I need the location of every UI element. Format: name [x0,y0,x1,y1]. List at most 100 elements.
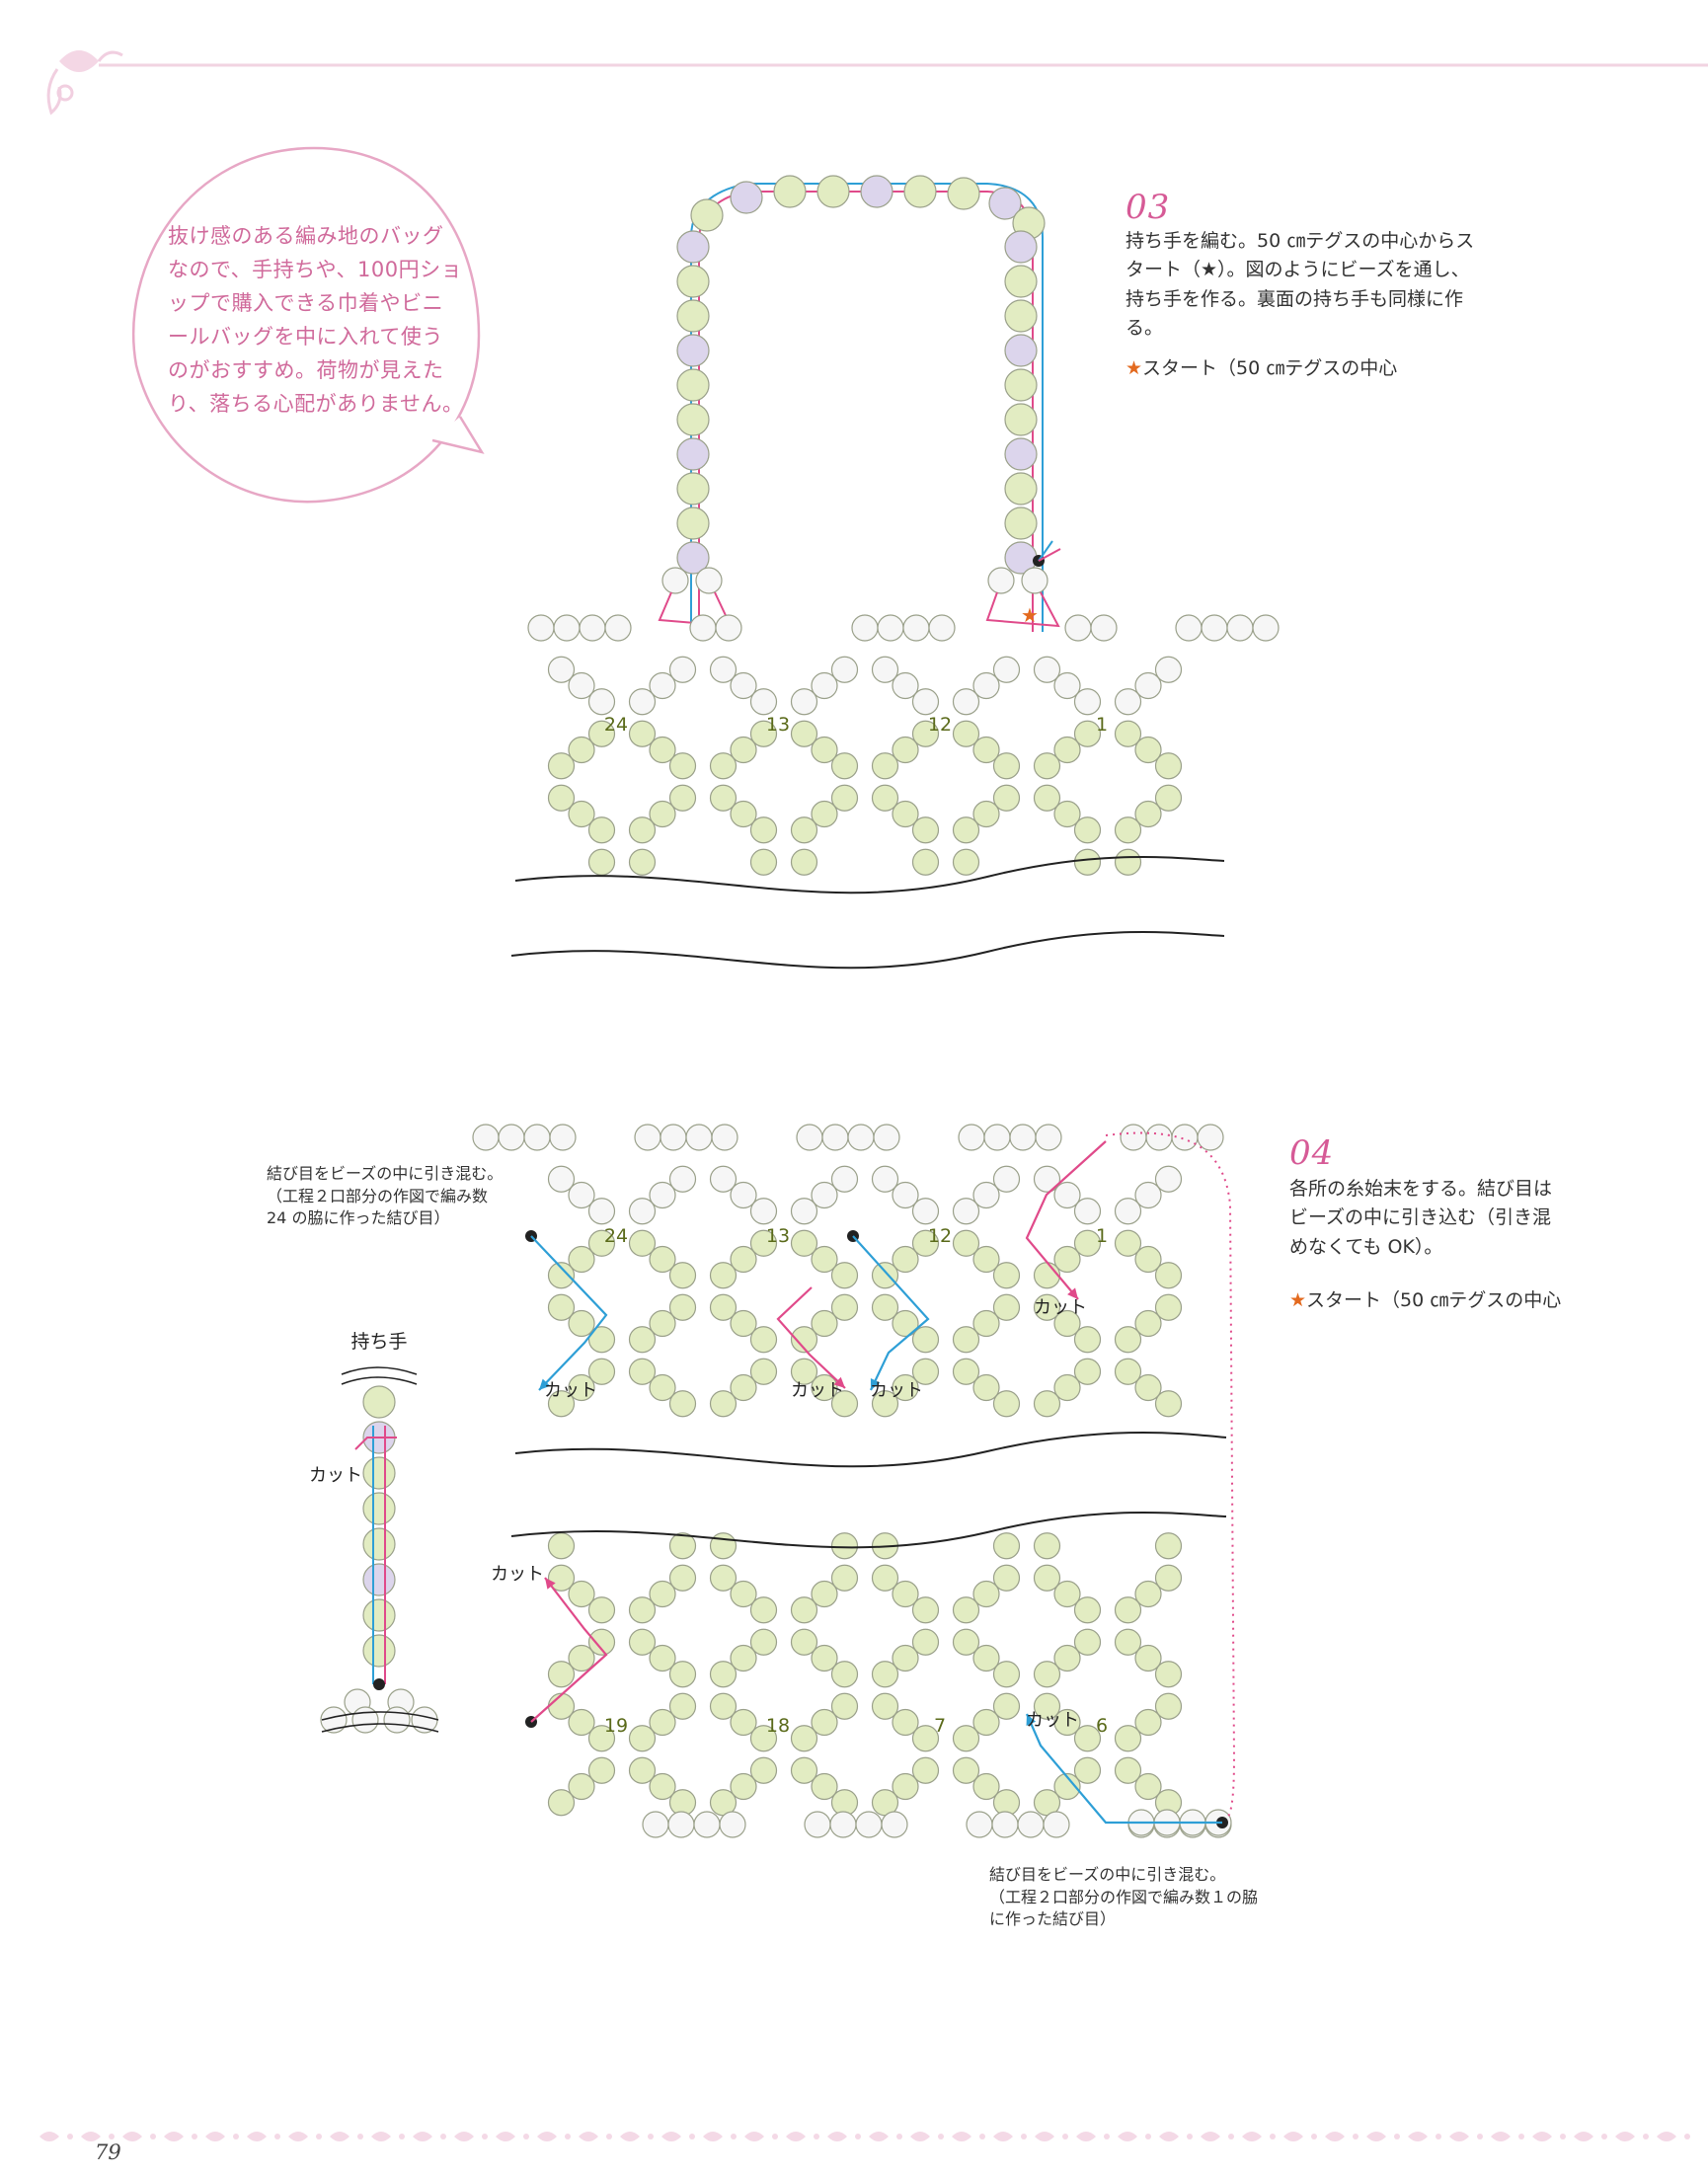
handle-bead [362,1492,396,1525]
cut-label: カット [491,1564,544,1585]
bead [749,1725,778,1752]
bead [587,1358,616,1385]
bead [749,1229,778,1257]
handle-bead [676,299,710,333]
border-bead [796,1124,823,1151]
bead [911,1326,940,1354]
bead [749,1358,778,1385]
bead [568,1309,595,1338]
bead [830,1692,859,1720]
bead [749,1326,778,1354]
step-03-legend-label: スタート（50 ㎝テグスの中心 [1142,357,1398,380]
bead [547,1262,576,1289]
bead [911,1229,940,1257]
step-03-text: 持ち手を編む。50 ㎝テグスの中心からスタート（★）。図のようにビーズを通し、持… [1126,230,1475,340]
border-bead [1226,614,1254,642]
bead [811,800,838,828]
footer-ornament [205,2132,225,2141]
bead [952,688,980,716]
bead [871,1390,899,1418]
bead [749,1628,778,1656]
bead [952,1358,980,1385]
bead [992,1564,1021,1592]
bead [749,1198,778,1225]
bead [892,671,919,700]
bead [709,1293,738,1321]
bead [749,720,778,747]
bead [911,720,940,747]
bead [1073,720,1102,747]
bead [628,1326,657,1354]
bead [1114,1756,1142,1784]
footer-ornament [288,2132,308,2141]
bead [568,1772,595,1801]
bead [1033,1532,1061,1560]
cell-label: 12 [928,1225,952,1247]
bead [830,1293,859,1321]
bead [1073,1198,1102,1225]
note-left: 結び目をビーズの中に引き混む。 （工程２口部分の作図で編み数 24 の脇に作った… [267,1164,504,1228]
thread-pink [1025,1140,1107,1300]
bead [587,1628,616,1656]
footer-ornament [827,2132,847,2141]
bead [709,656,738,683]
handle-bead [362,1634,396,1668]
bead [628,720,657,747]
bead [871,1293,899,1321]
bead [1134,1373,1162,1402]
footer-ornament [1242,2132,1262,2141]
footer-ornament [744,2132,764,2141]
thread-blue [530,1235,608,1391]
bead [972,800,1000,828]
cell-label: 6 [1096,1715,1108,1737]
border-bead [851,614,879,642]
bead [1053,1181,1081,1209]
bead [709,1532,738,1560]
speech-bubble [131,146,485,504]
bead [1154,1293,1183,1321]
bead [790,1358,818,1385]
bead [1134,1181,1162,1209]
bead [1053,736,1081,764]
bead [992,1532,1021,1560]
bead [568,1245,595,1274]
handle-bead [1021,567,1048,594]
handle-bead [362,1456,396,1490]
footer-ornament [1366,2132,1386,2141]
border-bead [715,614,742,642]
bead [992,1262,1021,1289]
bead [709,1564,738,1592]
footer-ornament [786,2132,806,2141]
bead [649,736,676,764]
bead [952,1198,980,1225]
border-bead [1009,1124,1037,1151]
bead [1053,800,1081,828]
bead [911,848,940,876]
bead [709,1661,738,1688]
bead [628,1725,657,1752]
header-flourish [46,50,1708,116]
handle-bead [695,567,723,594]
bead [668,1661,697,1688]
bead [952,1326,980,1354]
bead [972,1644,1000,1672]
footer-ornament [661,2132,681,2141]
bead [628,688,657,716]
arrow-head [1026,1714,1037,1726]
border-bead [523,1124,551,1151]
bead [730,1245,757,1274]
bead-net-upper [472,1124,1224,1418]
bead [649,800,676,828]
bead [547,1165,576,1193]
bead [1033,1692,1061,1720]
bead [992,752,1021,780]
bead [811,1708,838,1737]
bead [1073,1596,1102,1624]
bead [668,1165,697,1193]
footer-ornament [993,2132,1013,2141]
bead [790,1725,818,1752]
bead [830,1532,859,1560]
footer-ornament [1657,2132,1676,2141]
thread-pink [530,1577,608,1723]
